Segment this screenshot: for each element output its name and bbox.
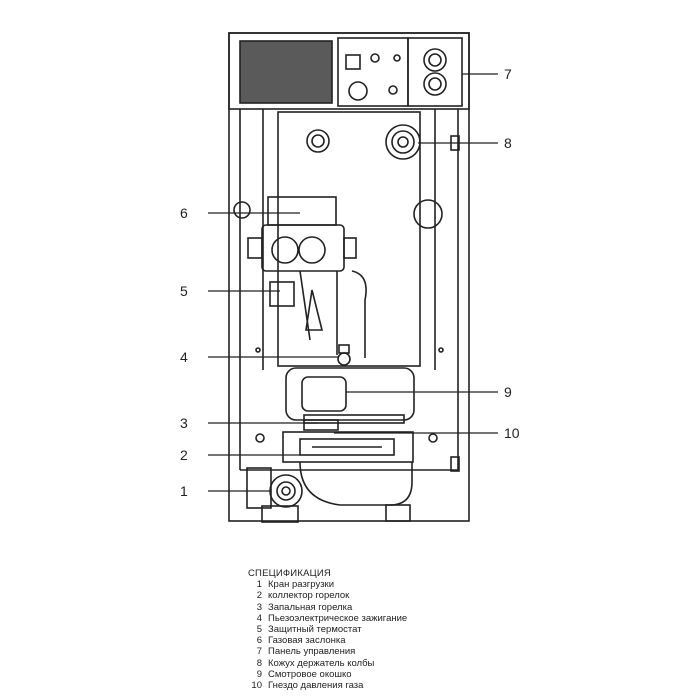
spec-item-label: Защитный термостат <box>268 624 362 636</box>
spec-item: 4 Пьезоэлектрическое зажигание <box>248 613 508 624</box>
panel-knob <box>348 81 368 101</box>
gauge-top <box>423 48 447 72</box>
control-panel <box>228 32 470 110</box>
spec-item-number: 6 <box>256 635 262 647</box>
safety-thermostat <box>269 281 295 307</box>
spec-item-label: Панель управления <box>268 646 356 658</box>
boiler-diagram: 1 2 3 4 5 6 7 8 9 10 <box>180 32 520 523</box>
spec-item-number: 4 <box>256 612 262 624</box>
callout-5: 5 <box>180 283 188 299</box>
sight-window <box>301 376 347 412</box>
specification-title: СПЕЦИФИКАЦИЯ <box>248 568 331 579</box>
spec-item-number: 2 <box>256 590 262 602</box>
gauge-bottom <box>423 72 447 96</box>
callout-2: 2 <box>180 447 188 463</box>
callout-3: 3 <box>180 415 188 431</box>
spec-item: 10 Гнездо давления газа <box>248 680 508 691</box>
bulb-holder-cover <box>385 124 421 160</box>
burner-manifold <box>282 431 414 463</box>
callout-8: 8 <box>504 135 512 151</box>
panel-display-window <box>239 40 333 104</box>
spec-item-number: 8 <box>256 657 262 669</box>
spec-item-label: Газовая заслонка <box>268 635 346 647</box>
spec-item-label: коллектор горелок <box>268 590 350 602</box>
callout-4: 4 <box>180 349 188 365</box>
callout-7: 7 <box>504 66 512 82</box>
spec-item-label: Гнездо давления газа <box>268 680 364 692</box>
spec-item: 6 Газовая заслонка <box>248 635 508 646</box>
spec-item-label: Кран разгрузки <box>268 579 335 591</box>
spec-item-label: Кожух держатель колбы <box>268 657 375 669</box>
spec-item-label: Запальная горелка <box>268 601 353 613</box>
spec-item: 2 коллектор горелок <box>248 590 508 601</box>
piezo-ignition <box>337 352 351 366</box>
spec-item: 5 Защитный термостат <box>248 624 508 635</box>
spec-item-number: 9 <box>256 668 262 680</box>
spec-item-number: 1 <box>256 579 262 591</box>
spec-item: 8 Кожух держатель колбы <box>248 658 508 669</box>
spec-item: 9 Смотровое окошко <box>248 669 508 680</box>
spec-item-label: Пьезоэлектрическое зажигание <box>268 612 408 624</box>
callout-9: 9 <box>504 384 512 400</box>
spec-item-label: Смотровое окошко <box>268 668 352 680</box>
callout-10: 10 <box>504 425 520 441</box>
callout-1: 1 <box>180 483 188 499</box>
spec-item: 3 Запальная горелка <box>248 602 508 613</box>
callout-6: 6 <box>180 205 188 221</box>
spec-item-number: 5 <box>256 624 262 636</box>
gas-valve <box>261 224 345 272</box>
spec-item-number: 7 <box>256 646 262 658</box>
spec-item-number: 3 <box>256 601 262 613</box>
spec-item: 1 Кран разгрузки <box>248 579 508 590</box>
spec-item-number: 10 <box>251 680 262 692</box>
spec-item: 7 Панель управления <box>248 646 508 657</box>
specification-list: СПЕЦИФИКАЦИЯ 1 Кран разгрузки 2 коллектор … <box>248 568 508 691</box>
pilot-burner <box>303 419 339 431</box>
drain-valve <box>269 474 303 508</box>
